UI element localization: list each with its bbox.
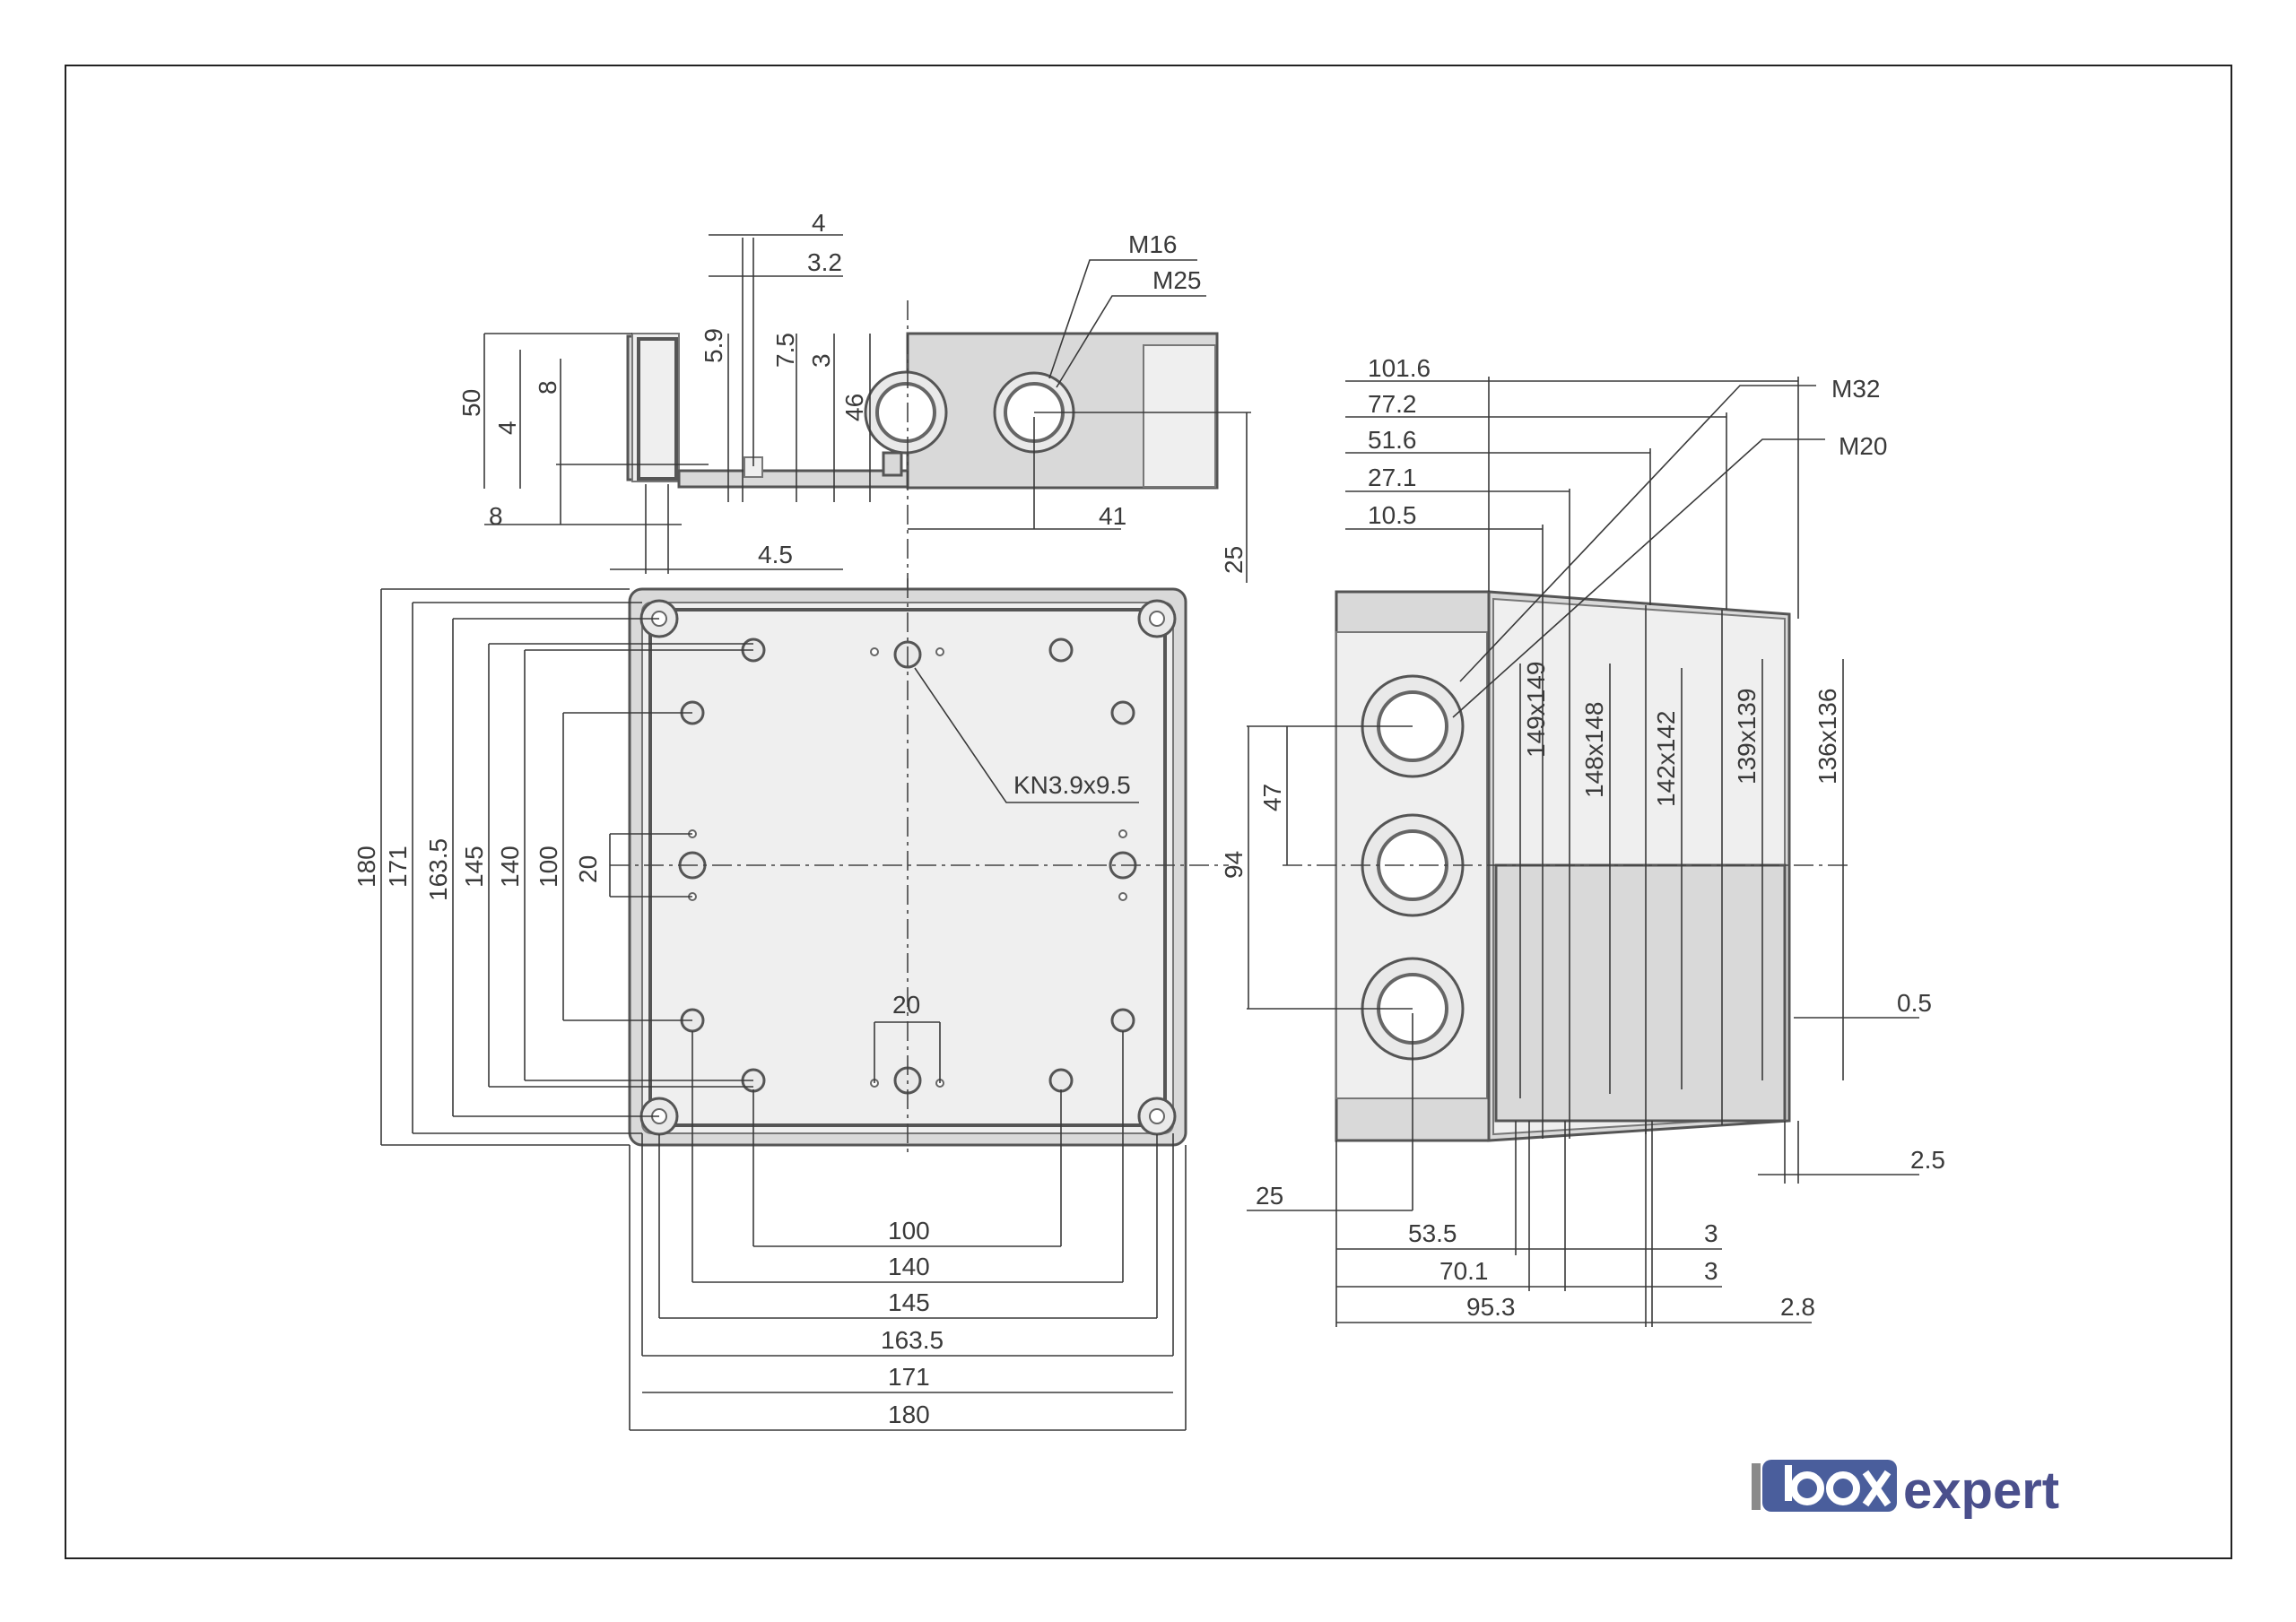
drawing-frame bbox=[65, 65, 2232, 1559]
end-inner-dim-139: 139x139 bbox=[1733, 689, 1761, 785]
top-view bbox=[380, 578, 1229, 1431]
boxexpert-logo: expert bbox=[1752, 1460, 2059, 1520]
end-top-dim-10-5: 10.5 bbox=[1368, 501, 1417, 529]
top-vdim-140: 140 bbox=[496, 846, 524, 888]
side-view bbox=[483, 234, 1251, 628]
side-dim-4: 4 bbox=[812, 209, 826, 237]
side-dim-4b: 4 bbox=[493, 421, 521, 435]
end-top-dim-77-2: 77.2 bbox=[1368, 390, 1417, 418]
top-vdim-171: 171 bbox=[384, 846, 412, 888]
side-dim-3: 3 bbox=[807, 353, 835, 368]
end-inner-dim-136: 136x136 bbox=[1813, 689, 1841, 785]
end-right-dim-0-5: 0.5 bbox=[1897, 989, 1932, 1017]
side-dim-46: 46 bbox=[840, 394, 868, 421]
end-inner-dim-149: 149x149 bbox=[1522, 662, 1550, 758]
top-vdim-100: 100 bbox=[535, 846, 562, 888]
end-top-dim-27-1: 27.1 bbox=[1368, 464, 1417, 491]
side-dim-41: 41 bbox=[1099, 502, 1126, 530]
end-view bbox=[1247, 377, 1919, 1327]
end-bottom-dim-3b: 3 bbox=[1704, 1257, 1718, 1285]
end-bottom-dim-53-5: 53.5 bbox=[1408, 1219, 1457, 1247]
end-left-dim-47: 47 bbox=[1258, 784, 1286, 811]
thread-label-m32: M32 bbox=[1831, 375, 1880, 403]
side-dim-8: 8 bbox=[534, 380, 561, 395]
end-right-dim-2-5: 2.5 bbox=[1910, 1146, 1945, 1174]
side-dim-7-5: 7.5 bbox=[771, 333, 799, 368]
end-top-dim-51-6: 51.6 bbox=[1368, 426, 1417, 454]
end-inner-dim-148: 148x148 bbox=[1580, 702, 1608, 798]
end-bottom-dim-3a: 3 bbox=[1704, 1219, 1718, 1247]
end-bottom-dim-2-8: 2.8 bbox=[1780, 1293, 1815, 1321]
top-hdim-20: 20 bbox=[892, 991, 920, 1019]
top-hdim-180: 180 bbox=[888, 1401, 930, 1428]
end-bottom-dim-95-3: 95.3 bbox=[1466, 1293, 1516, 1321]
thread-label-m25: M25 bbox=[1152, 266, 1201, 294]
thread-label-m16: M16 bbox=[1128, 230, 1177, 258]
top-hdim-140: 140 bbox=[888, 1253, 930, 1280]
side-dim-4-5: 4.5 bbox=[758, 541, 793, 568]
top-vdim-163-5: 163.5 bbox=[424, 838, 452, 901]
screw-label: KN3.9x9.5 bbox=[1013, 771, 1131, 799]
top-hdim-163-5: 163.5 bbox=[881, 1326, 944, 1354]
side-dim-5-9: 5.9 bbox=[700, 328, 727, 363]
thread-label-m20: M20 bbox=[1839, 432, 1887, 460]
side-dim-8b: 8 bbox=[489, 502, 503, 530]
top-vdim-20: 20 bbox=[574, 855, 602, 883]
top-hdim-145: 145 bbox=[888, 1288, 930, 1316]
end-bottom-dim-70-1: 70.1 bbox=[1439, 1257, 1489, 1285]
side-dim-50: 50 bbox=[457, 389, 485, 417]
top-vdim-145: 145 bbox=[460, 846, 488, 888]
top-hdim-100: 100 bbox=[888, 1217, 930, 1245]
top-vdim-180: 180 bbox=[352, 846, 380, 888]
logo-word: expert bbox=[1903, 1462, 2059, 1520]
end-left-dim-94: 94 bbox=[1220, 851, 1248, 879]
side-dim-3-2: 3.2 bbox=[807, 248, 842, 276]
end-bottom-dim-25: 25 bbox=[1256, 1182, 1283, 1210]
side-dim-25: 25 bbox=[1220, 546, 1248, 574]
end-inner-dim-142: 142x142 bbox=[1652, 711, 1680, 807]
top-hdim-171: 171 bbox=[888, 1363, 930, 1391]
end-top-dim-101-6: 101.6 bbox=[1368, 354, 1431, 382]
